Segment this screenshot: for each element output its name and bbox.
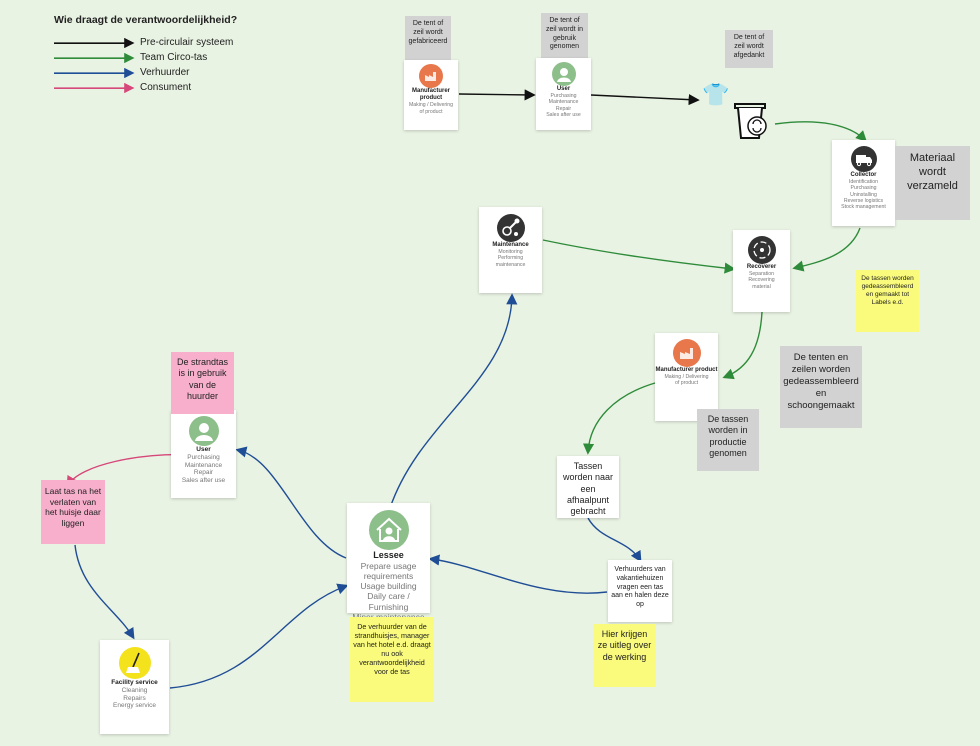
card-sub: Separation bbox=[748, 271, 775, 278]
user-icon bbox=[188, 416, 219, 446]
card-user-left[interactable]: User Purchasing Maintenance Repair Sales… bbox=[171, 410, 236, 498]
card-title: Maintenance bbox=[492, 242, 529, 248]
factory-icon bbox=[419, 64, 443, 88]
card-sub: Recovering bbox=[748, 277, 775, 284]
note-uitleg: Hier krijgen ze uitleg over de werking bbox=[593, 624, 656, 687]
note-laat-tas: Laat tas na het verlaten van het huisje … bbox=[41, 480, 105, 544]
card-sub: Cleaning bbox=[121, 686, 148, 694]
card-user-top[interactable]: User Purchasing Maintenance Repair Sales… bbox=[536, 58, 591, 130]
note-afgedankt: De tent of zeil wordt afgedankt bbox=[725, 30, 773, 68]
card-sub: of product bbox=[674, 380, 699, 387]
legend-label: Consument bbox=[140, 82, 192, 93]
card-title: Facility service bbox=[111, 679, 158, 686]
card-sub: Uninstalling bbox=[850, 191, 877, 198]
note-verhuurders: Verhuurders van vakantiehuizen vragen ee… bbox=[608, 560, 672, 622]
card-title: Recoverer bbox=[746, 264, 777, 270]
card-sub: Energy service bbox=[113, 702, 156, 710]
tshirt-icon: 👕 bbox=[702, 82, 730, 107]
card-sub: maintenance bbox=[495, 261, 526, 268]
card-sub: Daily care / Furnishing bbox=[367, 591, 410, 612]
diagram-title: Wie draagt de verantwoordelijkheid? bbox=[54, 14, 238, 26]
card-sub: Repair bbox=[555, 105, 572, 112]
recycle-icon bbox=[747, 236, 776, 264]
card-sub: Identification bbox=[848, 179, 879, 186]
card-maintenance[interactable]: Maintenance Monitoring Performing mainte… bbox=[479, 207, 542, 293]
card-sub: Purchasing bbox=[550, 93, 577, 100]
card-sub: Purchasing bbox=[187, 453, 220, 461]
card-sub: Stock management bbox=[841, 204, 886, 211]
note-gefabriceerd: De tent of zeil wordt gefabriceerd bbox=[405, 16, 451, 60]
truck-icon bbox=[850, 146, 877, 172]
card-sub: Maintenance bbox=[548, 99, 579, 106]
legend-label: Team Circo-tas bbox=[140, 52, 208, 63]
legend-label: Verhuurder bbox=[140, 67, 190, 78]
recycle-bin-icon bbox=[734, 103, 767, 139]
note-strandtas: De strandtas is in gebruik van de huurde… bbox=[171, 352, 234, 414]
card-collector[interactable]: Collector Identification Purchasing Unin… bbox=[832, 140, 895, 226]
card-sub: Prepare usage bbox=[360, 560, 417, 571]
factory-icon bbox=[672, 339, 701, 367]
broom-icon bbox=[118, 647, 151, 679]
card-lessee[interactable]: Lessee Prepare usage requirements Usage … bbox=[347, 503, 430, 622]
card-title: Manufacturer product bbox=[655, 367, 718, 373]
card-sub: Reverse logistics bbox=[843, 197, 884, 204]
house-user-icon bbox=[368, 510, 409, 550]
tools-icon bbox=[496, 214, 525, 242]
card-title: Manufacturer product bbox=[411, 88, 450, 102]
legend-label: Pre-circulair systeem bbox=[140, 37, 234, 48]
note-verhuurder: De verhuurder van de strandhuisjes, mana… bbox=[350, 617, 434, 702]
card-title: Collector bbox=[850, 172, 877, 178]
user-icon bbox=[551, 62, 576, 86]
note-productie: De tassen worden in productie genomen bbox=[697, 409, 759, 471]
card-sub: Making / Delivering bbox=[664, 374, 709, 381]
card-title: User bbox=[196, 446, 211, 453]
card-facility[interactable]: Facility service Cleaning Repairs Energy… bbox=[100, 640, 169, 734]
note-gedeassembleerd-labels: De tassen worden gedeassembleerd en gema… bbox=[856, 270, 919, 332]
card-sub: Monitoring bbox=[498, 249, 523, 256]
card-sub: Making / Delivering bbox=[408, 102, 454, 109]
card-sub: requirements bbox=[363, 570, 414, 581]
card-sub: Performing bbox=[497, 255, 524, 262]
card-sub: Sales after use bbox=[181, 477, 226, 485]
card-sub: Purchasing bbox=[850, 185, 877, 192]
card-sub: of product bbox=[419, 108, 443, 115]
card-title: User bbox=[556, 86, 571, 92]
note-afhaalpunt: Tassen worden naar een afhaalpunt gebrac… bbox=[557, 456, 619, 518]
card-sub: material bbox=[752, 283, 771, 290]
card-sub: Usage building bbox=[360, 581, 417, 592]
card-sub: Repair bbox=[193, 469, 214, 477]
note-verzameld: Materiaal wordt verzameld bbox=[895, 146, 970, 220]
card-manufacturer-mid[interactable]: Manufacturer product Making / Delivering… bbox=[655, 333, 718, 421]
note-schoongemaakt: De tenten en zeilen worden gedeassemblee… bbox=[780, 346, 862, 428]
card-sub: Sales after use bbox=[546, 111, 581, 118]
card-sub: Minor maintenance bbox=[347, 612, 430, 622]
note-in-gebruik: De tent of zeil wordt in gebruik genomen bbox=[541, 13, 588, 63]
card-title: Lessee bbox=[373, 550, 404, 560]
card-sub: Maintenance bbox=[184, 461, 223, 469]
card-manufacturer-top[interactable]: Manufacturer product Making / Delivering… bbox=[404, 60, 458, 130]
card-sub: Repairs bbox=[123, 694, 146, 702]
card-recoverer[interactable]: Recoverer Separation Recovering material bbox=[733, 230, 790, 312]
